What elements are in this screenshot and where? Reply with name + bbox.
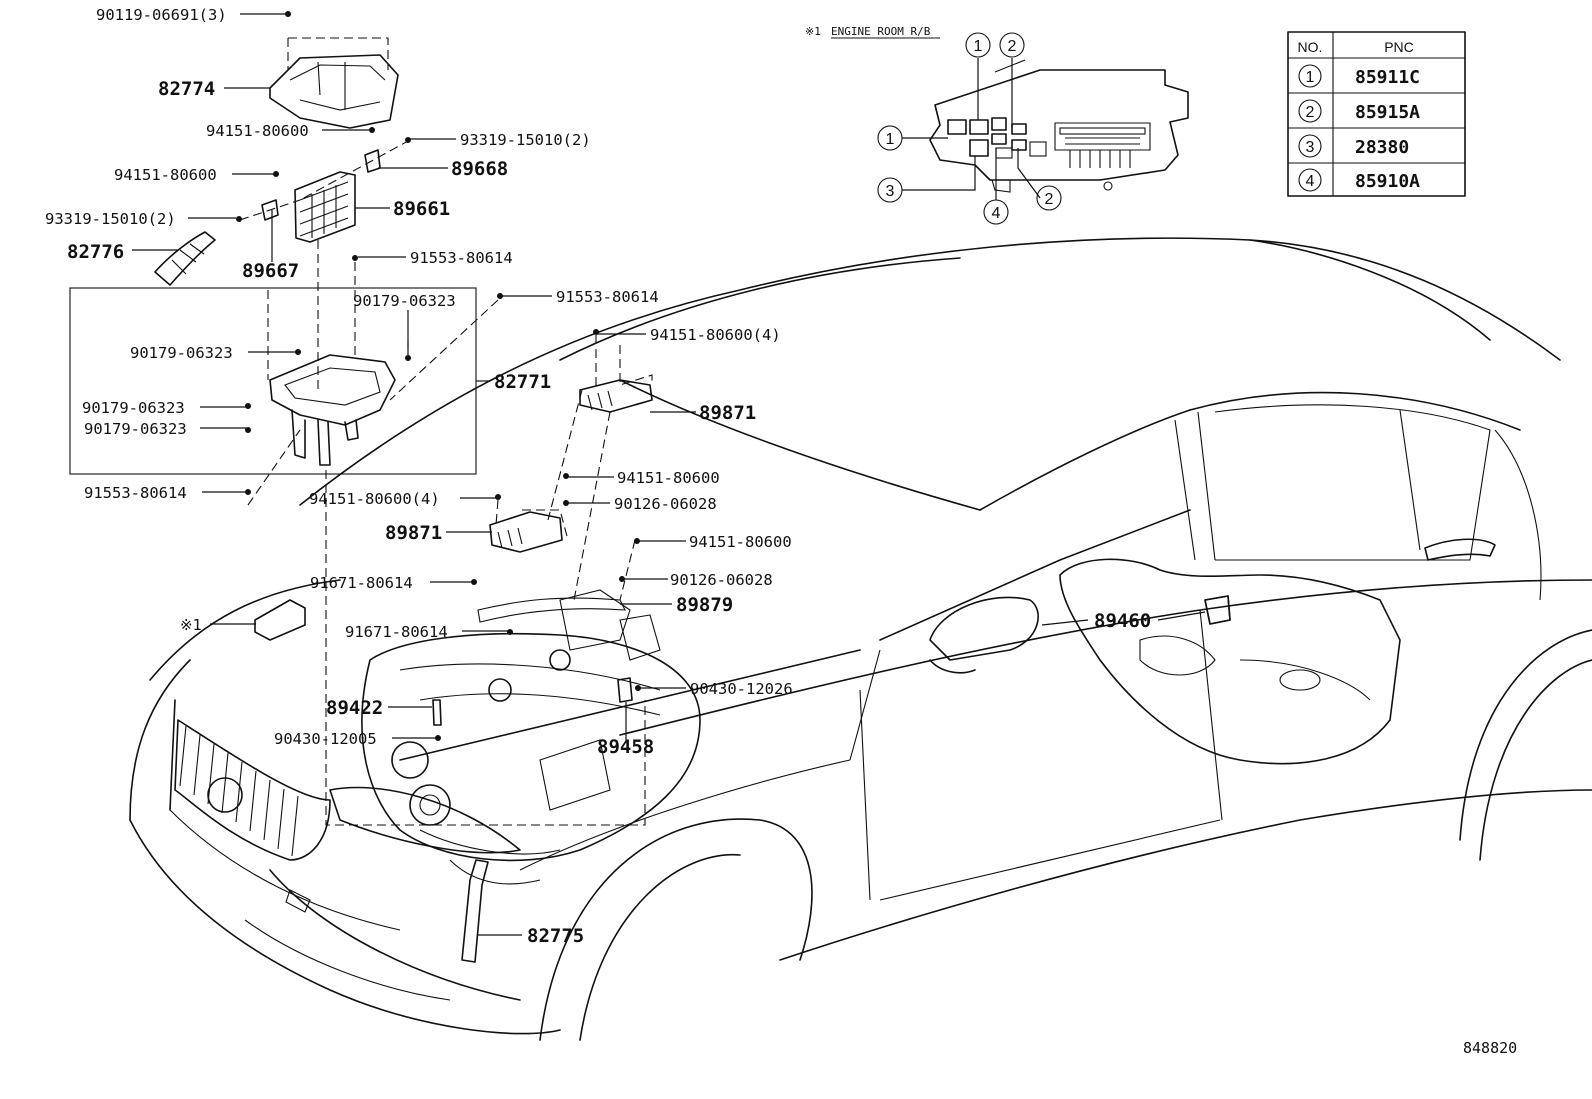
part-label-bolt: 90126-06028: [614, 495, 717, 513]
part-label-gasket: 90430-12026: [690, 680, 793, 698]
engine-room-relay-box: [929, 59, 1189, 193]
relay-callout-2-bottom: [1036, 185, 1062, 211]
part-label-bracket: 89668: [451, 158, 508, 180]
part-label-bolt: 91671-80614: [310, 574, 413, 592]
relay-callout-4: [983, 199, 1009, 225]
part-label-clamp: 90179-06323: [130, 344, 233, 362]
table-header-pnc: PNC: [1384, 39, 1414, 55]
part-label-tube: 82775: [527, 925, 584, 947]
part-label-cover: 82774: [158, 78, 215, 100]
part-label-bolt: 91553-80614: [84, 484, 187, 502]
part-label-nut: 94151-80600: [114, 166, 217, 184]
part-labels: 90119-06691(3) 82774 94151-80600 93319-1…: [45, 6, 1151, 947]
part-label-gasket: 90430-12005: [274, 730, 377, 748]
note-marker: ※1: [805, 25, 821, 38]
diagram-reference-number: 848820: [1463, 1039, 1517, 1057]
part-label-bolt: 90119-06691(3): [96, 6, 227, 24]
part-label-bolt: 90126-06028: [670, 571, 773, 589]
part-label-clamp: 90179-06323: [82, 399, 185, 417]
part-label-coil: 89871: [385, 522, 442, 544]
part-label-sensor: 89458: [597, 736, 654, 758]
engine-room-note: ※1 ENGINE ROOM R/B: [805, 25, 940, 39]
note-title: ENGINE ROOM R/B: [831, 25, 931, 38]
part-label-bolt: 91553-80614: [410, 249, 513, 267]
part-label-harness: 89879: [676, 594, 733, 616]
relay-callout-2-top: [999, 32, 1025, 58]
table-row-no: 3: [1306, 139, 1315, 156]
table-row-no: 1: [1306, 69, 1315, 86]
part-label-clamp: 90179-06323: [84, 420, 187, 438]
leaders: [132, 11, 1206, 936]
part-label-bolt: 91671-80614: [345, 623, 448, 641]
table-header-no: NO.: [1298, 39, 1323, 55]
note-marker-ref: ※1: [180, 616, 202, 634]
components: [69, 54, 1231, 963]
svg-text:3: 3: [886, 183, 895, 200]
table-row-pnc: 85911C: [1355, 67, 1420, 88]
part-label-nut: 94151-80600: [206, 122, 309, 140]
part-label-clip: 93319-15010(2): [460, 131, 591, 149]
fuel-tank: [1059, 558, 1401, 765]
part-label-sensor: 89460: [1094, 610, 1151, 632]
part-label-coil: 89871: [699, 402, 756, 424]
svg-text:1: 1: [974, 38, 983, 55]
svg-text:2: 2: [1045, 191, 1054, 208]
table-row-pnc: 85910A: [1355, 171, 1420, 192]
part-label-clip: 93319-15010(2): [45, 210, 176, 228]
part-label-bracket: 89667: [242, 260, 299, 282]
part-label-ecu: 89661: [393, 198, 450, 220]
table-row-no: 4: [1306, 173, 1315, 190]
part-label-nut: 94151-80600(4): [309, 490, 440, 508]
relay-callout-3: [877, 177, 903, 203]
part-label-nut: 94151-80600: [617, 469, 720, 487]
part-label-bolt: 91553-80614: [556, 288, 659, 306]
svg-text:2: 2: [1008, 38, 1017, 55]
assembly-lines: [239, 37, 653, 826]
table-row-pnc: 85915A: [1355, 102, 1420, 123]
svg-text:4: 4: [992, 205, 1001, 222]
table-row-pnc: 28380: [1355, 137, 1409, 158]
part-label-box: 82771: [494, 371, 551, 393]
relay-callout-1-left: [877, 125, 903, 151]
part-label-duct: 82776: [67, 241, 124, 263]
pnc-table: NO. PNC 1 2 3 4 85911C 85915A 28380 8591…: [1287, 31, 1466, 197]
part-label-nut: 94151-80600(4): [650, 326, 781, 344]
part-label-nut: 94151-80600: [689, 533, 792, 551]
car-body-outline: [129, 237, 1592, 1041]
part-label-clamp: 90179-06323: [353, 292, 456, 310]
relay-callouts: 1 2 1 3 4 2: [877, 32, 1062, 225]
relay-callout-1-top: [965, 32, 991, 58]
table-row-no: 2: [1306, 104, 1315, 121]
part-label-sensor: 89422: [326, 697, 383, 719]
svg-text:1: 1: [886, 131, 895, 148]
